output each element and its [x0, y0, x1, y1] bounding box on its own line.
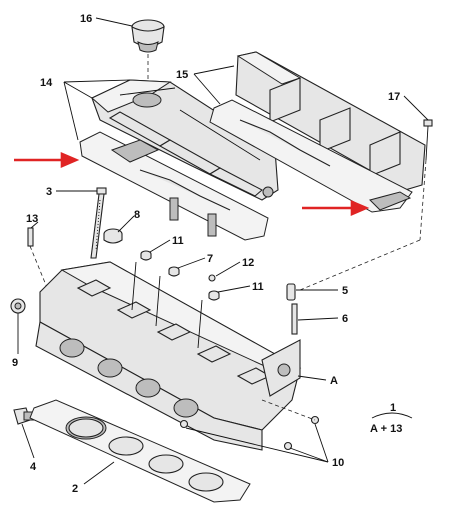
dowel-pins — [179, 399, 320, 451]
callouts: 16 14 15 17 3 8 13 11 7 12 11 5 6 9 A 4 … — [12, 13, 400, 495]
callout-17: 17 — [388, 91, 400, 103]
valve-cover-inner — [235, 51, 426, 191]
callout-15: 15 — [176, 69, 188, 81]
highlight-arrow-left — [14, 152, 80, 168]
cover-bolt — [299, 119, 433, 291]
callout-2: 2 — [72, 483, 78, 495]
valve-cover-gasket-right — [209, 99, 413, 213]
dowel-5 — [286, 283, 296, 301]
callout-4: 4 — [30, 461, 37, 473]
valve-cover — [91, 79, 279, 201]
callout-A: A — [330, 375, 338, 387]
callout-10: 10 — [332, 457, 344, 469]
washer-12 — [208, 274, 216, 282]
oil-filler-cap — [131, 19, 165, 96]
callout-8: 8 — [134, 209, 140, 221]
sleeve-7 — [168, 266, 180, 277]
callout-12: 12 — [242, 257, 254, 269]
seal-ring — [103, 228, 123, 244]
callout-11-top: 11 — [172, 235, 184, 247]
callout-14: 14 — [40, 77, 53, 89]
head-gasket — [29, 399, 251, 503]
highlight-arrow-right — [302, 200, 370, 216]
cylinder-head — [35, 261, 302, 451]
callout-16: 16 — [80, 13, 92, 25]
expansion-plug — [10, 298, 26, 314]
head-bolt — [90, 187, 107, 259]
valve-cover-gasket-left — [79, 131, 269, 241]
kit-note-formula: A + 13 — [370, 423, 402, 435]
callout-9: 9 — [12, 357, 18, 369]
callout-7: 7 — [207, 253, 213, 265]
stud-6 — [291, 303, 298, 335]
leader-lines — [17, 17, 429, 485]
callout-3: 3 — [46, 186, 52, 198]
sleeve-11-top — [140, 250, 152, 261]
stud-pin — [27, 227, 49, 291]
sleeve-11-bottom — [208, 290, 220, 301]
kit-note-number: 1 — [390, 402, 396, 414]
callout-6: 6 — [342, 313, 348, 325]
callout-13: 13 — [26, 213, 38, 225]
kit-note: 1 A + 13 — [370, 402, 413, 435]
callout-5: 5 — [342, 285, 348, 297]
callout-11-bottom: 11 — [252, 281, 264, 293]
